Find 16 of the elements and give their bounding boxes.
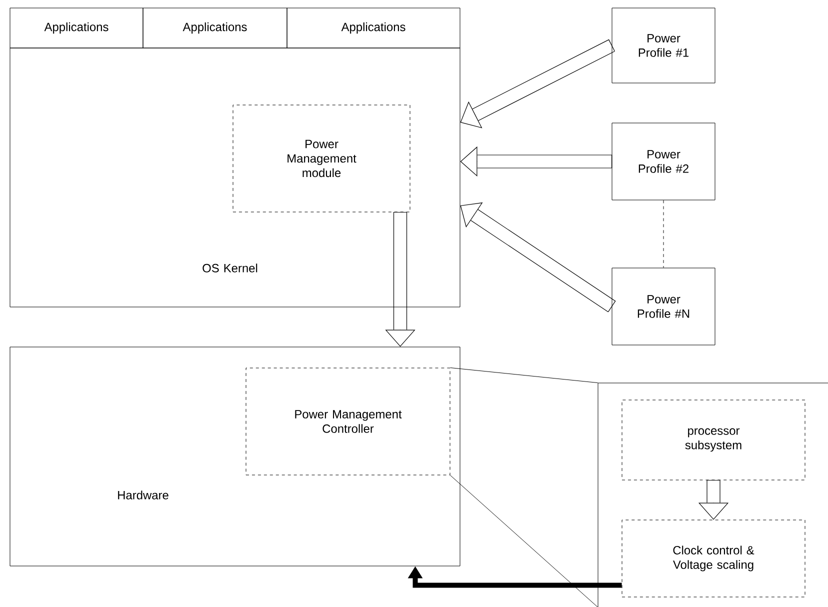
panel-box (598, 382, 828, 607)
application-box: Applications (142, 8, 288, 48)
zoom-line (450, 368, 598, 384)
dashed-line (663, 200, 664, 268)
application-box: Applications (10, 8, 144, 48)
profile-box: Power Profile #1 (612, 8, 716, 84)
block-arrow (460, 202, 616, 312)
profile-box: Power Profile #2 (612, 122, 716, 200)
zoom-line (450, 475, 598, 607)
controller-box: Power Management Controller (246, 368, 450, 476)
subsystem-box: processor subsystem (622, 400, 806, 480)
block-arrow (460, 39, 615, 128)
clock-control-box: Clock control & Voltage scaling (622, 520, 806, 598)
module-box: Power Management module (232, 104, 410, 212)
profile-box: Power Profile #N (612, 268, 716, 346)
application-box: Applications (286, 8, 460, 48)
